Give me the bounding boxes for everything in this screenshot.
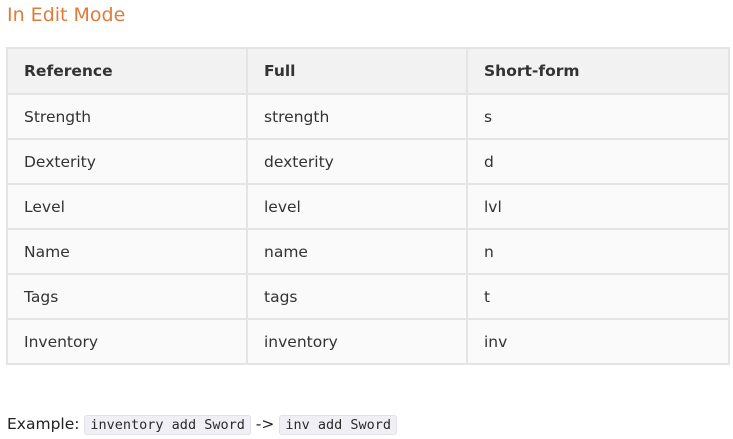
example-label: Example:	[7, 415, 80, 433]
cell-reference: Inventory	[6, 318, 248, 365]
cell-reference: Name	[6, 228, 248, 275]
column-header-short-form: Short-form	[466, 47, 730, 95]
table-header-row: Reference Full Short-form	[6, 47, 730, 95]
table-row: Level level lvl	[6, 183, 730, 230]
cell-full: tags	[246, 273, 468, 320]
reference-table: Reference Full Short-form Strength stren…	[6, 47, 730, 365]
table-row: Inventory inventory inv	[6, 318, 730, 365]
table-row: Tags tags t	[6, 273, 730, 320]
cell-full: strength	[246, 93, 468, 140]
cell-reference: Strength	[6, 93, 248, 140]
cell-reference: Dexterity	[6, 138, 248, 185]
cell-short-form: inv	[466, 318, 730, 365]
short-command-code: inv add Sword	[279, 415, 397, 435]
cell-full: inventory	[246, 318, 468, 365]
table-row: Dexterity dexterity d	[6, 138, 730, 185]
cell-short-form: n	[466, 228, 730, 275]
table-row: Strength strength s	[6, 93, 730, 140]
cell-short-form: d	[466, 138, 730, 185]
example-line: Example: inventory add Sword -> inv add …	[7, 413, 397, 436]
section-heading: In Edit Mode	[7, 4, 126, 26]
cell-short-form: s	[466, 93, 730, 140]
cell-reference: Tags	[6, 273, 248, 320]
column-header-full: Full	[246, 47, 468, 95]
cell-short-form: lvl	[466, 183, 730, 230]
cell-reference: Level	[6, 183, 248, 230]
cell-full: name	[246, 228, 468, 275]
table-row: Name name n	[6, 228, 730, 275]
cell-full: dexterity	[246, 138, 468, 185]
column-header-reference: Reference	[6, 47, 248, 95]
arrow-text: ->	[255, 415, 275, 433]
cell-short-form: t	[466, 273, 730, 320]
full-command-code: inventory add Sword	[84, 415, 251, 435]
cell-full: level	[246, 183, 468, 230]
